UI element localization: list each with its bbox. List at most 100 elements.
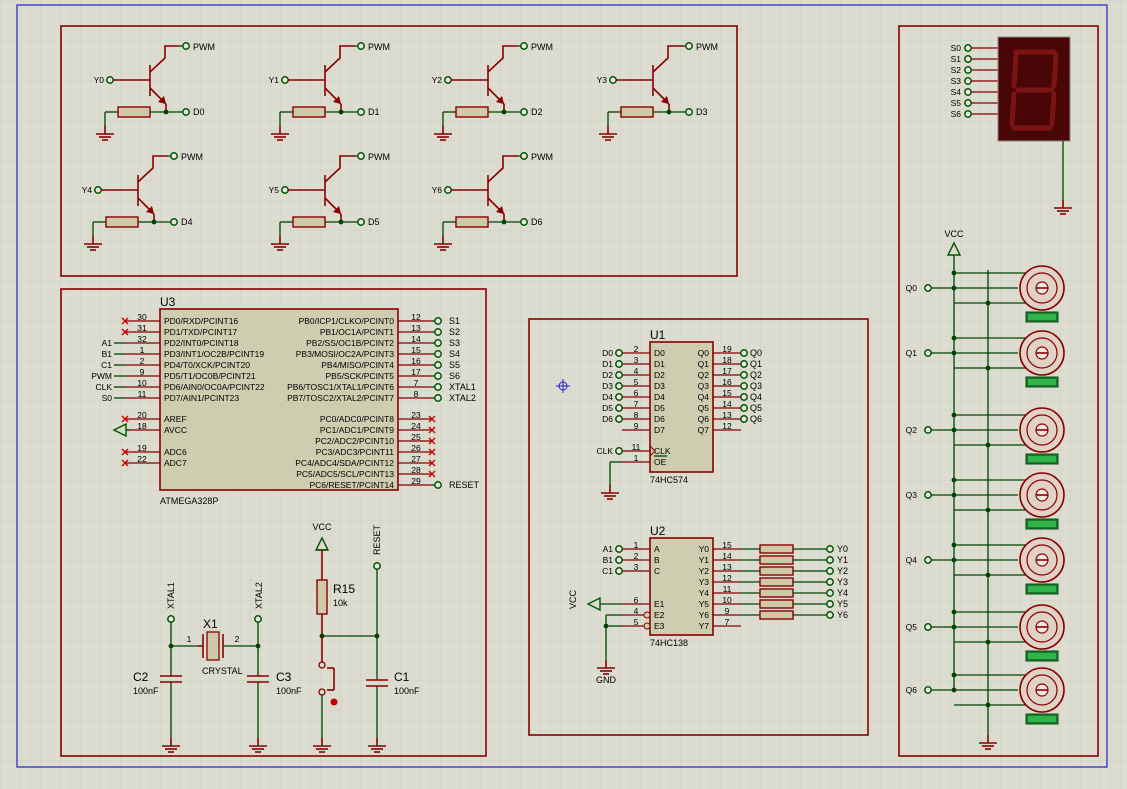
reset-button-knob[interactable]: [330, 698, 338, 706]
net-terminal[interactable]: [964, 66, 972, 74]
resistor[interactable]: [455, 106, 489, 118]
pwm-terminal[interactable]: [685, 42, 693, 50]
net-terminal[interactable]: [434, 361, 442, 369]
net-terminal[interactable]: [964, 99, 972, 107]
net-terminal[interactable]: [740, 360, 748, 368]
net-terminal[interactable]: [434, 328, 442, 336]
input-terminal[interactable]: [444, 76, 452, 84]
output-terminal[interactable]: [182, 108, 190, 116]
net-terminal[interactable]: [964, 77, 972, 85]
net-terminal[interactable]: [434, 339, 442, 347]
net-terminal[interactable]: [964, 88, 972, 96]
probe-cursor[interactable]: [556, 379, 570, 393]
input-terminal[interactable]: [281, 186, 289, 194]
net-terminal[interactable]: [826, 567, 834, 575]
resistor[interactable]: [759, 577, 794, 587]
resistor[interactable]: [117, 106, 151, 118]
chip-body[interactable]: [649, 537, 714, 636]
net-terminal[interactable]: [615, 567, 623, 575]
net-terminal[interactable]: [826, 545, 834, 553]
output-terminal[interactable]: [357, 108, 365, 116]
net-terminal[interactable]: [434, 481, 442, 489]
atmega328p-chip[interactable]: U3ATMEGA328PPD0/RXD/PCINT1630PD1/TXD/PCI…: [91, 295, 479, 506]
chip-body[interactable]: [649, 341, 714, 473]
net-terminal[interactable]: [740, 349, 748, 357]
segment-input-S2[interactable]: S2: [951, 65, 998, 75]
pwm-terminal[interactable]: [520, 42, 528, 50]
resistor[interactable]: [759, 588, 794, 598]
resistor[interactable]: [455, 216, 489, 228]
net-terminal[interactable]: [434, 372, 442, 380]
segment-input-S3[interactable]: S3: [951, 76, 998, 86]
net-terminal[interactable]: [924, 284, 932, 292]
xtal2-terminal[interactable]: [254, 615, 262, 623]
input-terminal[interactable]: [281, 76, 289, 84]
resistor[interactable]: [620, 106, 654, 118]
output-terminal[interactable]: [520, 108, 528, 116]
net-terminal[interactable]: [964, 110, 972, 118]
net-terminal[interactable]: [826, 600, 834, 608]
net-terminal[interactable]: [740, 393, 748, 401]
resistor[interactable]: [759, 544, 794, 554]
net-terminal[interactable]: [826, 589, 834, 597]
xtal1-terminal[interactable]: [167, 615, 175, 623]
net-terminal[interactable]: [826, 578, 834, 586]
input-terminal[interactable]: [609, 76, 617, 84]
resistor[interactable]: [292, 106, 326, 118]
pwm-terminal[interactable]: [520, 152, 528, 160]
74hc574-chip[interactable]: U174HC574D02D0D13D1D24D2D35D3D46D4D57D5D…: [596, 328, 762, 500]
net-terminal[interactable]: [826, 611, 834, 619]
net-terminal[interactable]: [615, 371, 623, 379]
net-terminal[interactable]: [924, 686, 932, 694]
input-terminal[interactable]: [94, 186, 102, 194]
segment-input-S6[interactable]: S6: [951, 109, 998, 119]
net-terminal[interactable]: [615, 404, 623, 412]
output-terminal[interactable]: [685, 108, 693, 116]
pwm-terminal[interactable]: [357, 42, 365, 50]
net-terminal[interactable]: [615, 393, 623, 401]
pwm-terminal[interactable]: [182, 42, 190, 50]
resistor[interactable]: [759, 555, 794, 565]
net-terminal[interactable]: [740, 404, 748, 412]
net-terminal[interactable]: [924, 556, 932, 564]
segment-input-S4[interactable]: S4: [951, 87, 998, 97]
output-terminal[interactable]: [170, 218, 178, 226]
net-terminal[interactable]: [615, 382, 623, 390]
net-terminal[interactable]: [615, 447, 623, 455]
